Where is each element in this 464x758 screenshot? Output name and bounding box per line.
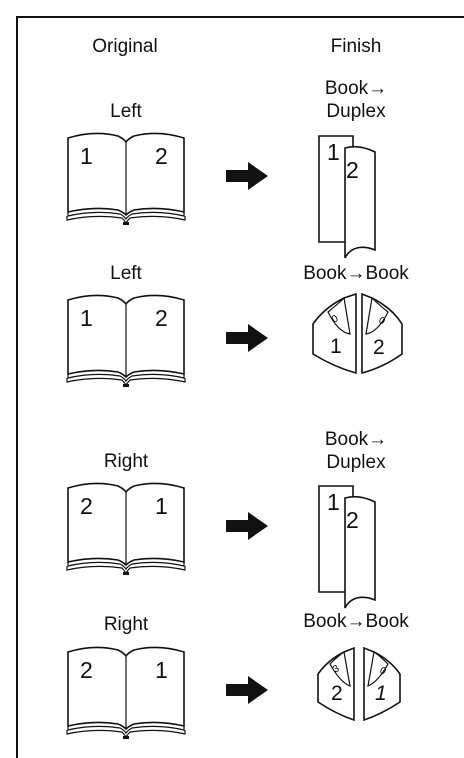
row2-book-leaves-icon [312, 292, 403, 375]
row2-page-right: 2 [155, 305, 168, 331]
row4-page-right: 1 [155, 657, 168, 683]
row4-back-page: 1 [375, 682, 387, 705]
row2-corner-right: 0 [377, 315, 388, 328]
row1-front-page: 1 [327, 139, 340, 165]
row3-arrow-icon [226, 512, 268, 540]
row3-finish-line1: Book→ [324, 429, 388, 450]
row4-arrow-icon [226, 676, 268, 704]
row4-front-page: 2 [331, 682, 343, 705]
row3-page-left: 2 [80, 493, 93, 519]
row4-book-leaves-icon [317, 646, 401, 722]
row3-binding-label: Right [103, 451, 149, 472]
row1-page-left: 1 [80, 143, 93, 169]
row1-arrow-icon [226, 162, 268, 190]
row1-page-right: 2 [155, 143, 168, 169]
row4-corner-left: 3 [331, 663, 342, 676]
row2-finish-line1: Book→Book [303, 263, 409, 284]
row4-finish-line1: Book→Book [303, 611, 409, 632]
row1-binding-label: Left [110, 101, 142, 122]
row2-arrow-icon [226, 324, 268, 352]
row3-back-page: 2 [346, 507, 359, 533]
row3-page-right: 1 [155, 493, 168, 519]
row2-corner-left: 0 [330, 313, 341, 326]
row4-binding-label: Right [103, 614, 149, 635]
row2-page-left: 1 [80, 305, 93, 331]
frame-border-left [16, 16, 18, 758]
row2-binding-label: Left [110, 263, 142, 284]
row3-front-page: 1 [327, 489, 340, 515]
row2-front-page: 1 [330, 335, 342, 358]
row4-page-left: 2 [80, 657, 93, 683]
row2-back-page: 2 [373, 336, 385, 359]
frame-border-top [16, 16, 464, 18]
row1-finish-line2: Duplex [326, 101, 386, 122]
header-finish: Finish [330, 36, 382, 57]
row1-back-page: 2 [346, 157, 359, 183]
row4-corner-right: 0 [378, 665, 389, 678]
row1-finish-line1: Book→ [324, 78, 388, 99]
header-original: Original [92, 36, 158, 57]
row3-finish-line2: Duplex [326, 452, 386, 473]
